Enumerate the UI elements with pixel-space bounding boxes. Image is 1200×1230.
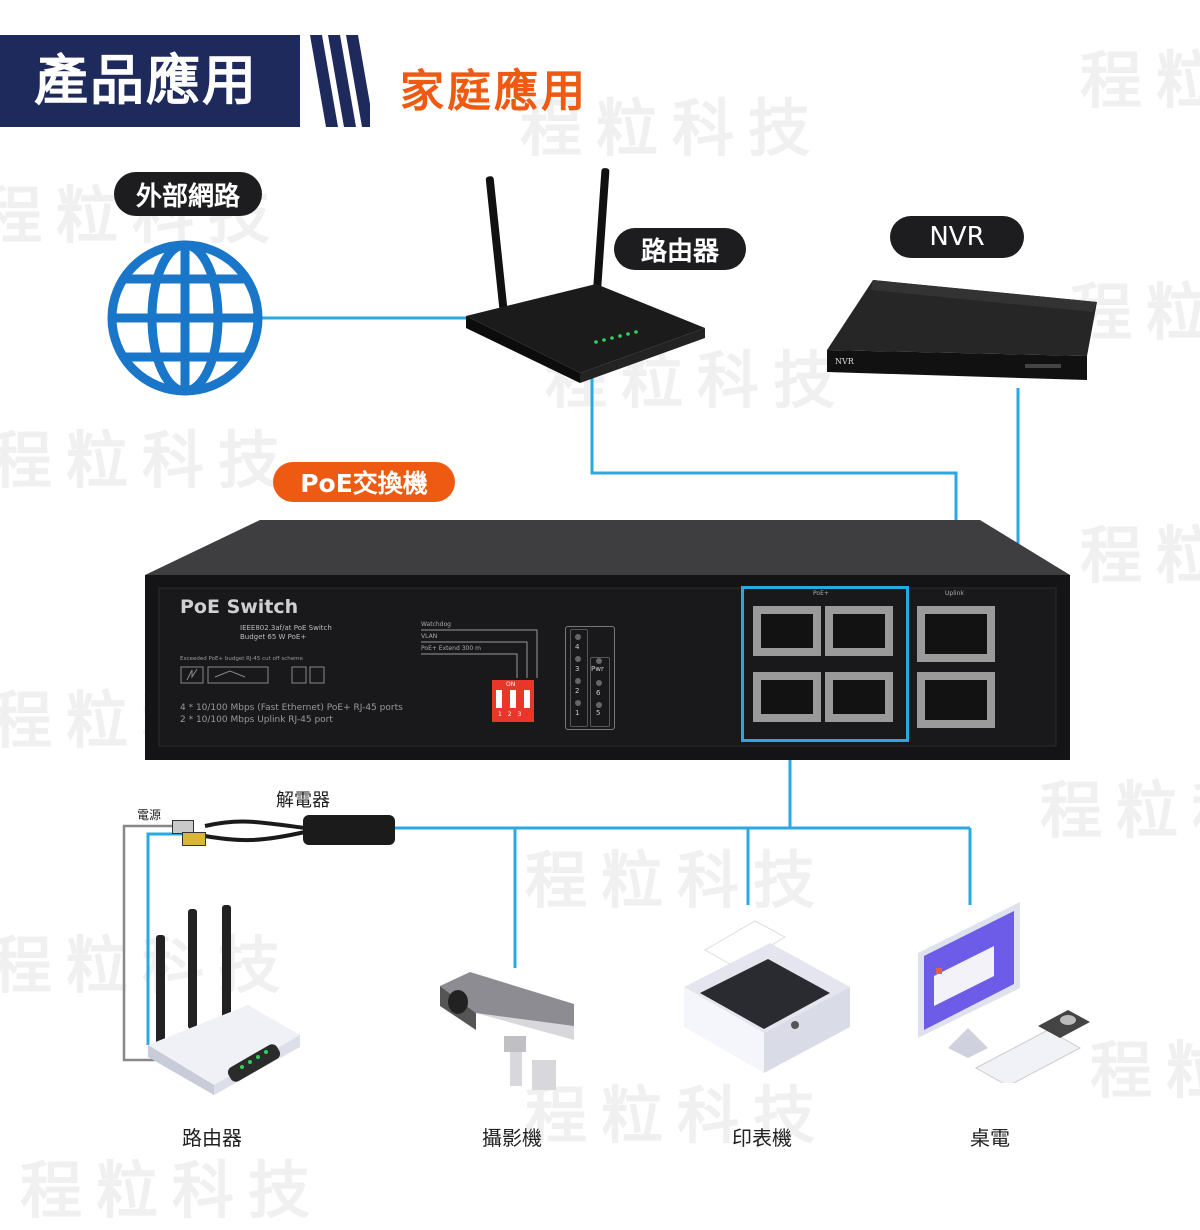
poe-port-4[interactable]	[825, 672, 893, 722]
poe-port-3[interactable]	[753, 672, 821, 722]
extend-label: PoE+ Extend 300 m	[421, 645, 481, 652]
camera-device	[440, 972, 574, 1090]
poe-ports-highlight	[741, 586, 909, 742]
svg-text:5: 5	[596, 709, 600, 717]
vlan-label: VLAN	[421, 633, 438, 640]
poe-ports-label: PoE+	[813, 590, 829, 597]
globe-icon	[107, 240, 263, 396]
dip-switch[interactable]: ON 1 2 3	[492, 680, 534, 722]
page-subtitle: 家庭應用	[400, 66, 588, 117]
desktop-device	[918, 902, 1090, 1083]
watchdog-label: Watchdog	[421, 621, 451, 628]
poe-switch-device: PoE Switch IEEE802.3af/at PoE Switch Bud…	[145, 520, 1070, 760]
page-title: 產品應用	[34, 49, 258, 112]
svg-text:4: 4	[575, 643, 580, 651]
internet-label: 外部網路	[114, 172, 262, 216]
router-device-top	[466, 168, 705, 383]
device-caption-camera: 攝影機	[482, 1126, 542, 1150]
nvr-device: NVR	[827, 280, 1097, 380]
poe-switch-label: PoE交換機	[273, 462, 455, 502]
router-label: 路由器	[614, 228, 746, 270]
poe-port-2[interactable]	[825, 606, 893, 656]
header-banner: 產品應用	[0, 35, 370, 127]
svg-text:3: 3	[575, 665, 579, 673]
rj45-connector	[182, 832, 206, 846]
splitter-device	[303, 815, 395, 845]
svg-text:1: 1	[575, 709, 579, 717]
power-label: 電源	[137, 808, 162, 822]
switch-scheme: Exceeded PoE+ budget RJ-45 cut off schem…	[180, 656, 303, 662]
switch-spec-2: 2 * 10/100 Mbps Uplink RJ-45 port	[180, 715, 333, 725]
uplink-port-2[interactable]	[917, 672, 995, 728]
device-caption-desktop: 桌電	[970, 1126, 1010, 1150]
svg-text:6: 6	[596, 689, 601, 697]
device-caption-router: 路由器	[182, 1126, 242, 1150]
poe-port-1[interactable]	[753, 606, 821, 656]
router-device-bottom	[148, 905, 300, 1095]
device-caption-printer: 印表機	[732, 1126, 792, 1150]
switch-model: IEEE802.3af/at PoE Switch	[240, 624, 332, 632]
printer-device	[684, 920, 850, 1073]
switch-budget: Budget 65 W PoE+	[240, 633, 307, 641]
switch-scheme-diagram	[180, 666, 325, 684]
nvr-label: NVR	[890, 216, 1024, 258]
led-panel: Pwr 4 3 2 1 6 5	[565, 626, 615, 730]
led-pwr-label: Pwr	[591, 665, 604, 673]
nvr-brand-text: NVR	[835, 357, 855, 366]
switch-brand: PoE Switch	[180, 596, 299, 618]
splitter-label: 解電器	[276, 790, 330, 811]
dip-on-label: ON	[506, 681, 516, 688]
dip-numbers: 1 2 3	[498, 711, 524, 718]
uplink-port-1[interactable]	[917, 606, 995, 662]
dip-leader-lines	[421, 629, 538, 678]
uplink-ports-label: Uplink	[945, 590, 964, 597]
svg-text:2: 2	[575, 687, 579, 695]
switch-spec-1: 4 * 10/100 Mbps (Fast Ethernet) PoE+ RJ-…	[180, 703, 403, 713]
